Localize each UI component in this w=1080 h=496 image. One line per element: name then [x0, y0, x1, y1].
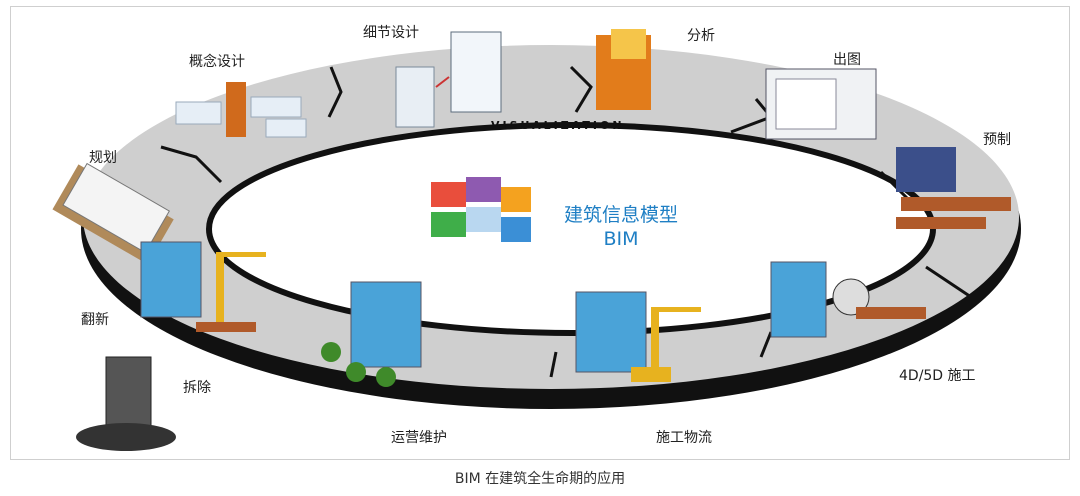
label-detail-design: 细节设计 [363, 25, 419, 41]
center-title-text: 建筑信息模型 [563, 204, 678, 226]
bim-cube-logo [431, 177, 531, 242]
renovation-icon [140, 241, 266, 332]
label-4d5d-construction: 4D/5D 施工 [899, 368, 976, 384]
operation-maintenance-icon [321, 281, 422, 387]
concept-design-icon [175, 82, 307, 138]
detail-design-icon [395, 31, 502, 128]
demolition-icon [76, 356, 176, 451]
bim-lifecycle-illustration: VISUALIZATION [52, 29, 1021, 451]
label-prefabrication: 预制 [983, 132, 1011, 148]
ring-hole [209, 125, 933, 333]
center-title: 建筑信息模型 BIM [556, 203, 686, 251]
construction-4d5d-icon [770, 261, 926, 338]
ring-label: VISUALIZATION [491, 119, 625, 132]
label-construction-logistics: 施工物流 [656, 430, 712, 446]
planning-clipboard-icon [52, 162, 174, 265]
label-analysis: 分析 [687, 28, 715, 44]
analysis-icon [596, 29, 651, 110]
label-drawings: 出图 [833, 52, 861, 68]
label-operation-maintenance: 运营维护 [391, 430, 447, 446]
prefabrication-icon [896, 147, 1011, 229]
diagram-frame: VISUALIZATION [10, 6, 1070, 460]
label-renovation: 翻新 [81, 312, 109, 328]
label-demolition: 拆除 [183, 380, 211, 396]
label-planning: 规划 [89, 150, 117, 166]
center-subtitle-text: BIM [603, 228, 639, 250]
figure-caption: BIM 在建筑全生命期的应用 [454, 471, 626, 487]
drawings-icon [765, 68, 877, 140]
label-concept-design: 概念设计 [189, 54, 245, 70]
construction-logistics-icon [575, 291, 701, 382]
